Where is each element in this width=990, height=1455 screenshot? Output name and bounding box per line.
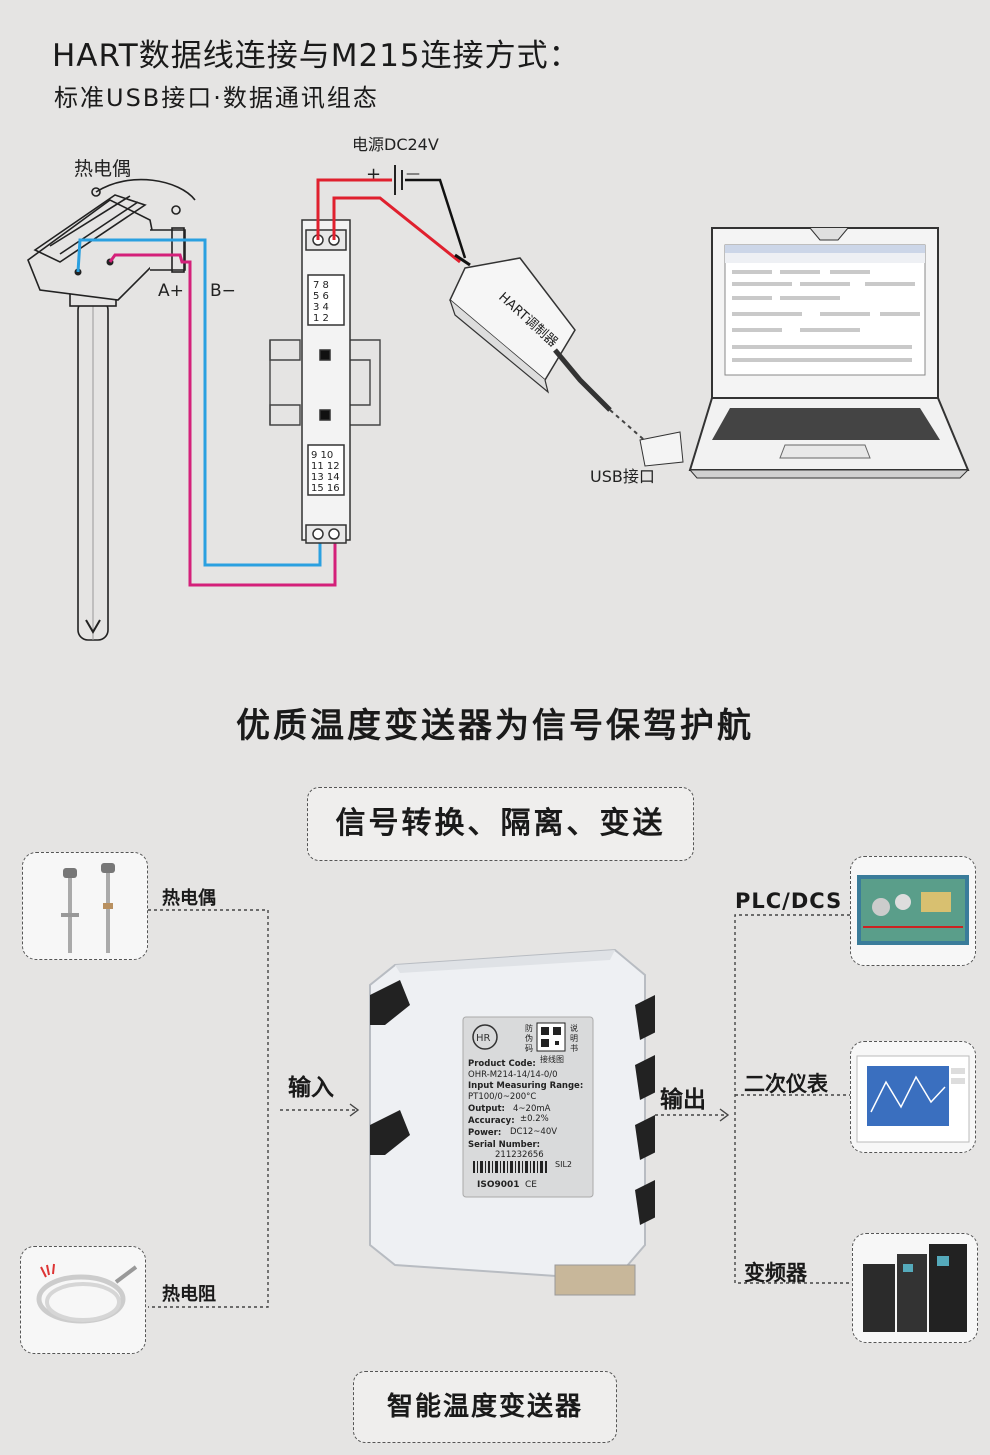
instrument-recorder-icon (856, 1055, 970, 1143)
thermocouple-image (22, 852, 148, 960)
thermocouple-label: 热电偶 (74, 158, 131, 180)
svg-text:Input Measuring Range:: Input Measuring Range: (468, 1081, 583, 1091)
power-minus: — (406, 166, 420, 182)
svg-text:ISO9001: ISO9001 (477, 1180, 520, 1190)
laptop (639, 227, 970, 479)
connection-lines (148, 909, 850, 1308)
output-instrument-label: 二次仪表 (744, 1072, 828, 1096)
svg-text:15 16: 15 16 (311, 483, 340, 494)
thermocouple-probes-icon (61, 863, 115, 953)
svg-text:接线图: 接线图 (540, 1054, 564, 1064)
plc-dcs-image (850, 856, 976, 966)
svg-text:说: 说 (570, 1023, 578, 1033)
svg-text:Serial Number:: Serial Number: (468, 1140, 540, 1150)
svg-text:Accuracy:: Accuracy: (468, 1116, 515, 1126)
svg-text:±0.2%: ±0.2% (520, 1114, 549, 1124)
temperature-transmitter-device: HR 防 伪 码 说 明 书 接线图 Product Code: OHR-M21… (369, 948, 655, 1296)
output-label: 输出 (660, 1087, 706, 1113)
a-plus-label: A+ (158, 281, 184, 301)
rtd-cable-icon (36, 1263, 138, 1324)
instrument-image (850, 1041, 976, 1153)
svg-text:DC12~40V: DC12~40V (510, 1127, 557, 1137)
function-pill: 信号转换、隔离、变送 (307, 787, 694, 861)
page-title: HART数据线连接与M215连接方式： (52, 38, 581, 74)
svg-text:1 2: 1 2 (313, 313, 329, 324)
input-thermocouple-label: 热电偶 (162, 888, 216, 909)
svg-text:9 10: 9 10 (311, 450, 333, 461)
output-plc-label: PLC/DCS (735, 889, 843, 913)
svg-text:7 8: 7 8 (313, 280, 329, 291)
inverter-devices-icon (863, 1244, 967, 1332)
svg-text:CE: CE (525, 1180, 537, 1190)
power-plus: + (366, 164, 381, 185)
usb-label: USB接口 (590, 467, 655, 486)
svg-text:4~20mA: 4~20mA (513, 1104, 551, 1114)
svg-text:伪: 伪 (525, 1033, 533, 1043)
svg-text:防: 防 (525, 1023, 533, 1033)
page-subtitle: 标准USB接口·数据通讯组态 (54, 84, 379, 112)
svg-text:书: 书 (570, 1043, 578, 1053)
svg-text:SIL2: SIL2 (555, 1160, 572, 1169)
svg-text:码: 码 (525, 1044, 533, 1053)
hart-modem (449, 253, 651, 446)
section-title: 优质温度变送器为信号保驾护航 (236, 706, 754, 746)
plc-screen-icon (857, 875, 969, 945)
svg-text:13 14: 13 14 (311, 472, 340, 483)
input-label: 输入 (288, 1075, 334, 1101)
svg-text:OHR-M214-14/14-0/0: OHR-M214-14/14-0/0 (468, 1070, 558, 1080)
power-label: 电源DC24V (352, 135, 439, 154)
svg-text:明: 明 (570, 1034, 578, 1043)
wiring-diagram: 热电偶 A+ B− 7 8 5 6 3 4 1 2 9 10 11 12 13 … (27, 135, 970, 641)
inverter-image (852, 1233, 978, 1343)
svg-text:11 12: 11 12 (311, 461, 340, 472)
svg-text:3 4: 3 4 (313, 302, 329, 313)
din-rail (269, 339, 381, 426)
rtd-image (20, 1246, 146, 1354)
b-minus-label: B− (210, 281, 236, 301)
svg-text:5 6: 5 6 (313, 291, 329, 302)
svg-text:Product Code:: Product Code: (468, 1059, 536, 1069)
svg-text:211232656: 211232656 (495, 1150, 544, 1160)
svg-text:Output:: Output: (468, 1104, 505, 1114)
thermocouple-probe (27, 178, 196, 641)
svg-text:Power:: Power: (468, 1128, 501, 1138)
svg-text:PT100/0~200°C: PT100/0~200°C (468, 1092, 536, 1102)
product-name-pill: 智能温度变送器 (353, 1371, 617, 1443)
input-rtd-label: 热电阻 (162, 1284, 216, 1305)
svg-text:HR: HR (476, 1033, 491, 1044)
transmitter-module (301, 219, 351, 544)
output-inverter-label: 变频器 (744, 1261, 807, 1285)
terminal-numbers: 7 8 5 6 3 4 1 2 9 10 11 12 13 14 15 16 (311, 280, 340, 494)
